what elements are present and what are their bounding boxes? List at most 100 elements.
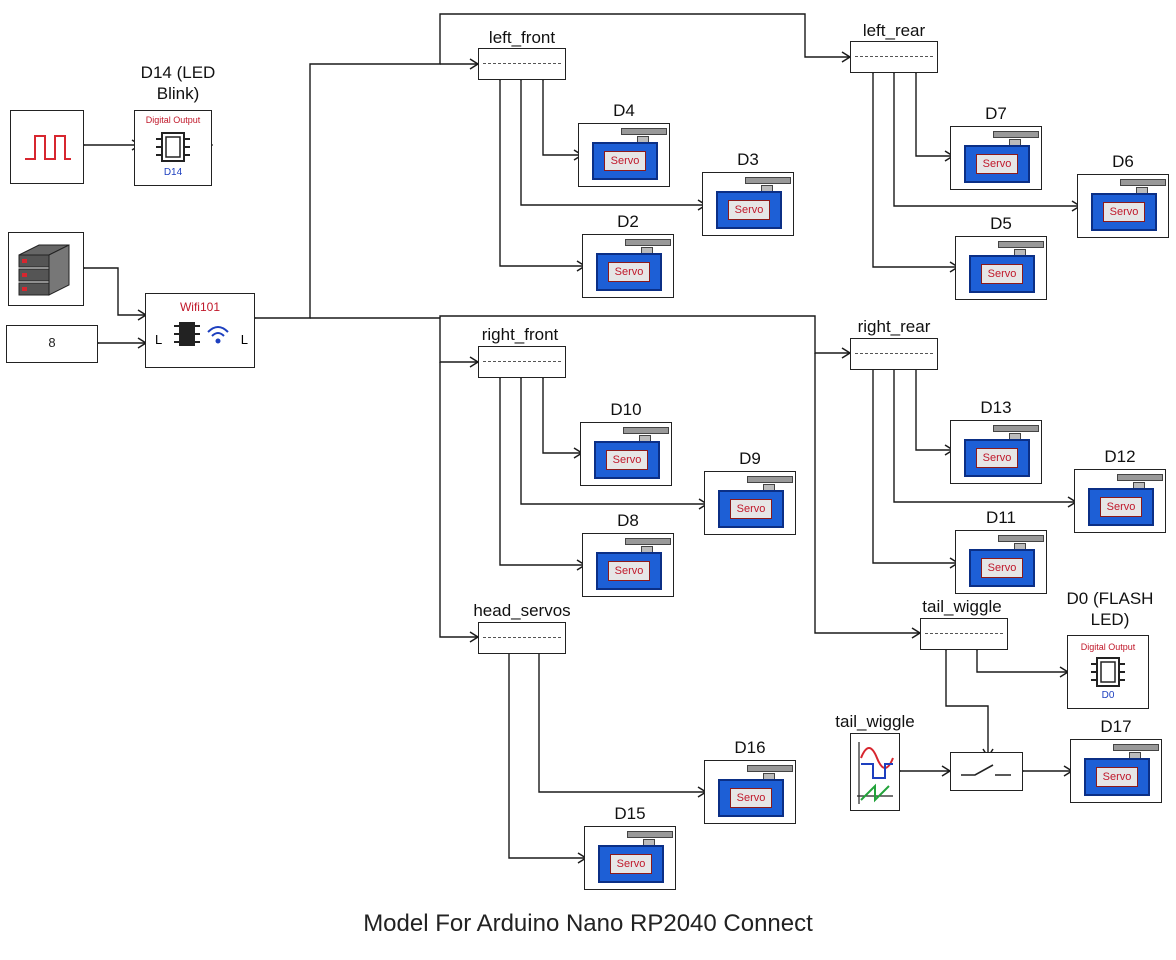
- servo-label: D15: [614, 804, 646, 823]
- left-rear-label: left_rear: [862, 21, 926, 40]
- servo-horn: [998, 241, 1044, 248]
- server-stack-icon: [18, 244, 70, 296]
- d14-digital-output-title: Digital Output: [145, 115, 201, 125]
- servo-horn: [745, 177, 791, 184]
- servo-text: Servo: [976, 448, 1018, 468]
- servo-icon: Servo: [594, 441, 660, 479]
- servo-label: D16: [734, 738, 766, 757]
- servo-block[interactable]: Servo: [704, 471, 796, 535]
- left-rear-subsystem[interactable]: [850, 41, 938, 73]
- servo-label: D6: [1112, 152, 1134, 171]
- right-rear-label: right_rear: [857, 317, 931, 336]
- right-rear-subsystem[interactable]: [850, 338, 938, 370]
- servo-icon: Servo: [716, 191, 782, 229]
- servo-block[interactable]: Servo: [950, 126, 1042, 190]
- wifi101-title: Wifi101: [179, 300, 220, 314]
- waveform-icon: [857, 742, 894, 804]
- servo-icon: Servo: [718, 779, 784, 817]
- left-front-label: left_front: [488, 28, 556, 47]
- servo-text: Servo: [1100, 497, 1142, 517]
- servo-block[interactable]: Servo: [582, 533, 674, 597]
- servo-label: D9: [739, 449, 761, 468]
- switch-icon: [961, 764, 1011, 776]
- servo-icon: Servo: [969, 549, 1035, 587]
- tail-wiggle-subsystem[interactable]: [920, 618, 1008, 650]
- servo-horn: [625, 239, 671, 246]
- d0-digital-output-block[interactable]: Digital Output D0: [1067, 635, 1149, 709]
- servo-icon: Servo: [1091, 193, 1157, 231]
- left-front-subsystem[interactable]: [478, 48, 566, 80]
- servo-block[interactable]: Servo: [1070, 739, 1162, 803]
- servo-block[interactable]: Servo: [955, 530, 1047, 594]
- servo-horn: [1117, 474, 1163, 481]
- servo-icon: Servo: [964, 439, 1030, 477]
- servo-horn: [625, 538, 671, 545]
- servo-label: D11: [986, 508, 1016, 527]
- servo-block[interactable]: Servo: [950, 420, 1042, 484]
- servo-icon: Servo: [964, 145, 1030, 183]
- servo-text: Servo: [1096, 767, 1138, 787]
- servo-label: D8: [617, 511, 639, 530]
- wifi-chip-icon: [174, 322, 229, 346]
- servo-text: Servo: [604, 151, 646, 171]
- d14-digital-output-block[interactable]: Digital Output D14: [134, 110, 212, 186]
- wifi-port-l-in: L: [155, 332, 163, 347]
- wifi101-block[interactable]: Wifi101 L L: [145, 293, 255, 368]
- servo-horn: [1120, 179, 1166, 186]
- servo-icon: Servo: [969, 255, 1035, 293]
- d0-digital-output-title: Digital Output: [1080, 642, 1136, 652]
- head-servos-label: head_servos: [473, 601, 571, 620]
- servo-block[interactable]: Servo: [1074, 469, 1166, 533]
- servo-text: Servo: [981, 264, 1023, 284]
- servo-text: Servo: [976, 154, 1018, 174]
- head-servos-subsystem[interactable]: [478, 622, 566, 654]
- servo-block[interactable]: Servo: [582, 234, 674, 298]
- servo-block[interactable]: Servo: [580, 422, 672, 486]
- servo-block[interactable]: Servo: [702, 172, 794, 236]
- servo-horn: [747, 765, 793, 772]
- servo-label: D5: [990, 214, 1012, 233]
- pulse-generator-block[interactable]: [10, 110, 84, 184]
- diagram-caption: Model For Arduino Nano RP2040 Connect: [363, 910, 813, 937]
- servo-block[interactable]: Servo: [704, 760, 796, 824]
- servo-text: Servo: [608, 262, 650, 282]
- tail-wiggle-sub-label: tail_wiggle: [922, 597, 1002, 616]
- servo-icon: Servo: [1088, 488, 1154, 526]
- servo-label: D12: [1104, 447, 1136, 466]
- right-front-subsystem[interactable]: [478, 346, 566, 378]
- tail-wiggle-source-label: tail_wiggle: [835, 712, 915, 731]
- constant-block[interactable]: 8: [6, 325, 98, 363]
- servo-text: Servo: [1103, 202, 1145, 222]
- servo-horn: [747, 476, 793, 483]
- servo-icon: Servo: [596, 253, 662, 291]
- servo-label: D3: [737, 150, 759, 169]
- servo-block[interactable]: Servo: [584, 826, 676, 890]
- servo-text: Servo: [981, 558, 1023, 578]
- servo-text: Servo: [728, 200, 770, 220]
- server-source-block[interactable]: [8, 232, 84, 306]
- servo-icon: Servo: [596, 552, 662, 590]
- servo-icon: Servo: [592, 142, 658, 180]
- servo-label: D10: [610, 400, 642, 419]
- servo-icon: Servo: [718, 490, 784, 528]
- signal-wires: [84, 13, 1080, 859]
- servo-text: Servo: [730, 788, 772, 808]
- servo-horn: [627, 831, 673, 838]
- servo-horn: [1113, 744, 1159, 751]
- servo-label: D4: [613, 101, 635, 120]
- d14-pin-label: D14: [163, 167, 183, 178]
- servo-block[interactable]: Servo: [1077, 174, 1169, 238]
- servo-text: Servo: [606, 450, 648, 470]
- servo-label: D2: [617, 212, 639, 231]
- chip-icon: [156, 132, 190, 162]
- servo-block[interactable]: Servo: [955, 236, 1047, 300]
- chip-icon: [1091, 657, 1125, 687]
- servo-block[interactable]: Servo: [578, 123, 670, 187]
- switch-block[interactable]: [950, 752, 1023, 791]
- tail-wiggle-waveform-block[interactable]: [850, 733, 900, 811]
- servo-text: Servo: [730, 499, 772, 519]
- servo-text: Servo: [610, 854, 652, 874]
